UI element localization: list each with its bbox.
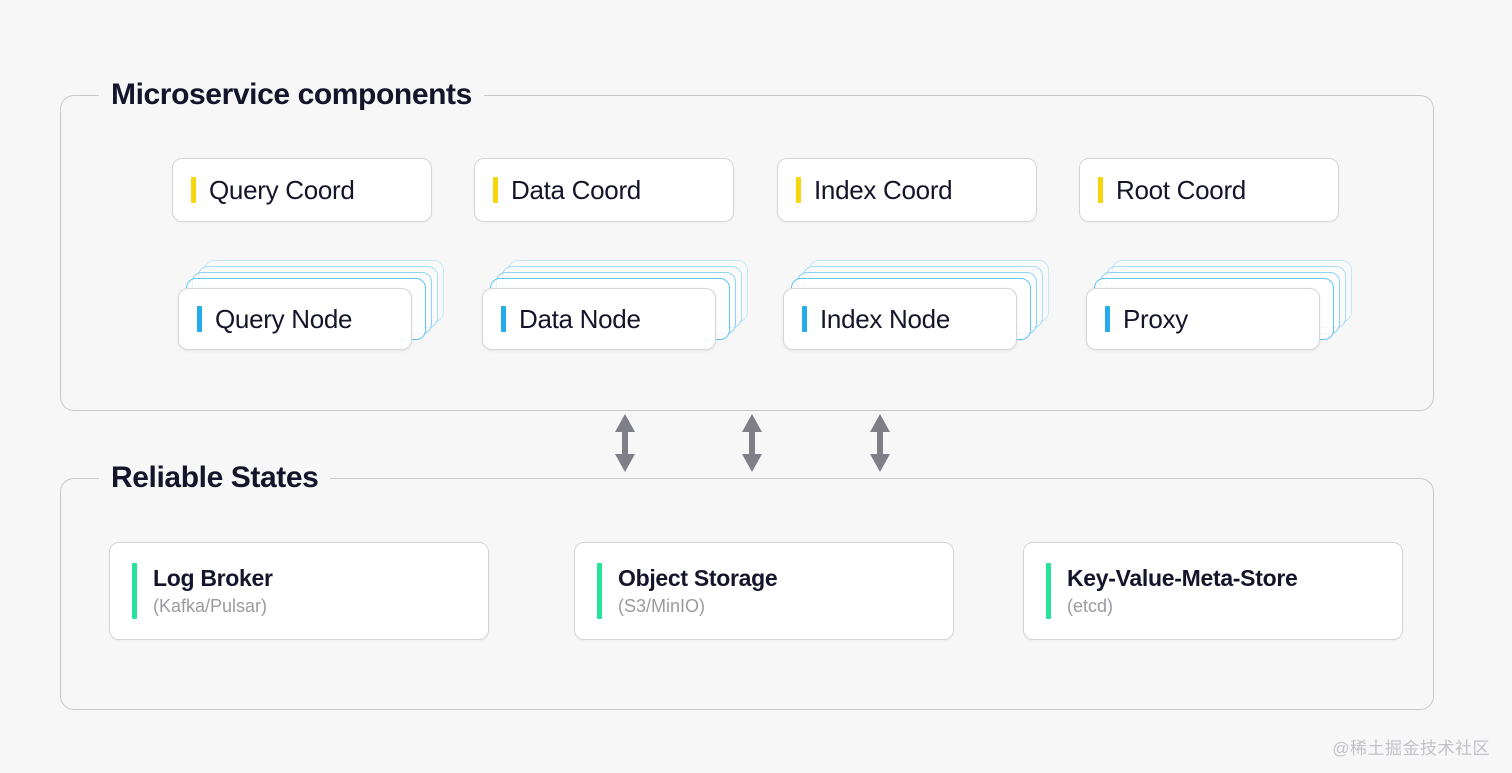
card-title: Log Broker: [153, 565, 273, 591]
card-object-storage[interactable]: Object Storage (S3/MinIO): [574, 542, 954, 640]
accent-bar-blue-icon: [802, 306, 807, 332]
microservice-panel-title: Microservice components: [99, 75, 484, 115]
card-subtitle: (S3/MinIO): [618, 596, 706, 616]
card-stack-index-node[interactable]: Index Node: [783, 260, 1049, 356]
accent-bar-yellow-icon: [191, 177, 196, 203]
card-key-value-meta-store[interactable]: Key-Value-Meta-Store (etcd): [1023, 542, 1403, 640]
card-stack-query-node[interactable]: Query Node: [178, 260, 444, 356]
card-label: Query Coord: [209, 174, 355, 205]
reliable-states-panel: Reliable States: [60, 458, 1434, 710]
accent-bar-yellow-icon: [1098, 177, 1103, 203]
card-label: Root Coord: [1116, 174, 1246, 205]
card-data-coord[interactable]: Data Coord: [474, 158, 734, 222]
card-title: Key-Value-Meta-Store: [1067, 565, 1298, 591]
card-index-node[interactable]: Index Node: [783, 288, 1017, 350]
microservice-components-panel: Microservice components: [60, 75, 1434, 411]
card-title: Object Storage: [618, 565, 778, 591]
accent-bar-green-icon: [597, 563, 602, 619]
card-label: Data Node: [519, 303, 641, 334]
double-arrow-icon: [870, 414, 890, 472]
accent-bar-yellow-icon: [493, 177, 498, 203]
card-label: Proxy: [1123, 303, 1188, 334]
accent-bar-blue-icon: [1105, 306, 1110, 332]
accent-bar-green-icon: [132, 563, 137, 619]
card-query-node[interactable]: Query Node: [178, 288, 412, 350]
double-arrow-icon: [742, 414, 762, 472]
card-label: Index Coord: [814, 174, 953, 205]
card-log-broker[interactable]: Log Broker (Kafka/Pulsar): [109, 542, 489, 640]
card-index-coord[interactable]: Index Coord: [777, 158, 1037, 222]
accent-bar-yellow-icon: [796, 177, 801, 203]
card-subtitle: (etcd): [1067, 596, 1114, 616]
card-root-coord[interactable]: Root Coord: [1079, 158, 1339, 222]
double-arrow-icon: [615, 414, 635, 472]
connector-arrow-3: [867, 412, 893, 474]
accent-bar-green-icon: [1046, 563, 1051, 619]
card-subtitle: (Kafka/Pulsar): [153, 596, 268, 616]
card-label: Index Node: [820, 303, 950, 334]
connector-arrow-1: [612, 412, 638, 474]
card-proxy[interactable]: Proxy: [1086, 288, 1320, 350]
accent-bar-blue-icon: [501, 306, 506, 332]
card-data-node[interactable]: Data Node: [482, 288, 716, 350]
card-query-coord[interactable]: Query Coord: [172, 158, 432, 222]
connector-arrow-2: [739, 412, 765, 474]
card-stack-data-node[interactable]: Data Node: [482, 260, 748, 356]
card-label: Data Coord: [511, 174, 641, 205]
card-stack-proxy[interactable]: Proxy: [1086, 260, 1352, 356]
card-label: Query Node: [215, 303, 353, 334]
accent-bar-blue-icon: [197, 306, 202, 332]
reliable-panel-title: Reliable States: [99, 458, 331, 498]
watermark: @稀土掘金技术社区: [1332, 739, 1490, 758]
